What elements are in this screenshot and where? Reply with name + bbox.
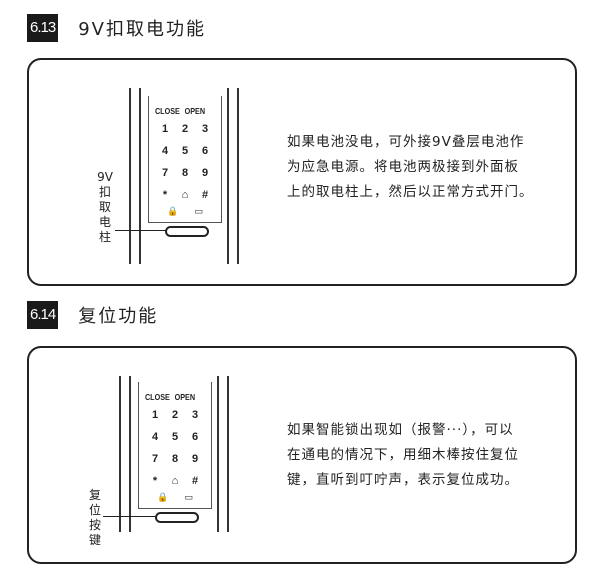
section-header-6-13: 6.13 9V扣取电功能 <box>27 14 206 42</box>
lock-rail-left <box>119 376 131 532</box>
lock-rail-right <box>227 88 239 264</box>
open-label: OPEN <box>184 106 206 116</box>
key: 2 <box>171 409 179 421</box>
section-number: 6.13 <box>27 14 59 42</box>
text-line: 键，直听到叮咛声，表示复位成功。 <box>287 472 519 488</box>
text-line: 在通电的情况下，用细木棒按住复位 <box>287 447 519 463</box>
key: 3 <box>191 409 199 421</box>
open-label: OPEN <box>174 392 196 402</box>
label-char: 复 <box>88 488 101 502</box>
description: 如果智能锁出现如（报警···），可以在通电的情况下，用细木棒按住复位键，直听到叮… <box>287 418 587 493</box>
key: 4 <box>151 431 159 443</box>
power-terminal <box>165 226 209 237</box>
key: 9 <box>191 453 199 465</box>
card-icon: ▭ <box>184 493 193 503</box>
leader-line <box>103 516 157 517</box>
section-header-6-14: 6.14 复位功能 <box>27 301 158 329</box>
close-label: CLOSE <box>144 392 170 402</box>
text-line: 为应急电源。将电池两极接到外面板 <box>287 159 519 175</box>
key: 8 <box>181 167 189 179</box>
label-char: 键 <box>88 533 101 547</box>
label-char: 9V <box>97 170 113 184</box>
home-icon: ⌂ <box>181 189 189 201</box>
section-title: 复位功能 <box>78 306 159 327</box>
key: 3 <box>201 123 209 135</box>
lock-icon: 🔒 <box>167 207 179 217</box>
lock-rail-right <box>217 376 229 532</box>
close-label: CLOSE <box>154 106 180 116</box>
leader-line <box>115 230 167 231</box>
text-line: 如果电池没电，可外接9V叠层电池作 <box>287 134 525 150</box>
label-char: 柱 <box>98 230 111 244</box>
key: 5 <box>171 431 179 443</box>
section-title: 9V扣取电功能 <box>78 19 206 40</box>
label-char: 扣 <box>98 185 111 199</box>
key: 7 <box>161 167 169 179</box>
key: 5 <box>181 145 189 157</box>
key: 1 <box>151 409 159 421</box>
key: 6 <box>201 145 209 157</box>
home-icon: ⌂ <box>171 475 179 487</box>
label-char: 取 <box>98 200 111 214</box>
key: 2 <box>181 123 189 135</box>
label-char: 电 <box>98 215 111 229</box>
label-char: 按 <box>88 518 101 532</box>
lock-rail-left <box>129 88 141 264</box>
description: 如果电池没电，可外接9V叠层电池作为应急电源。将电池两极接到外面板上的取电柱上，… <box>287 130 587 205</box>
reset-button <box>155 512 199 523</box>
key: 7 <box>151 453 159 465</box>
text-line: 如果智能锁出现如（报警···），可以 <box>287 422 514 438</box>
label-char: 位 <box>88 503 101 517</box>
key: 4 <box>161 145 169 157</box>
key: 6 <box>191 431 199 443</box>
section-number: 6.14 <box>27 301 59 329</box>
key: # <box>191 475 199 487</box>
lock-icon: 🔒 <box>157 493 169 503</box>
text-line: 上的取电柱上，然后以正常方式开门。 <box>287 184 534 200</box>
card-icon: ▭ <box>194 207 203 217</box>
key: # <box>201 189 209 201</box>
key: 9 <box>201 167 209 179</box>
key: * <box>152 475 158 487</box>
key: 8 <box>171 453 179 465</box>
key: * <box>162 189 168 201</box>
key: 1 <box>161 123 169 135</box>
reset-label: 复位按键 <box>87 488 103 548</box>
